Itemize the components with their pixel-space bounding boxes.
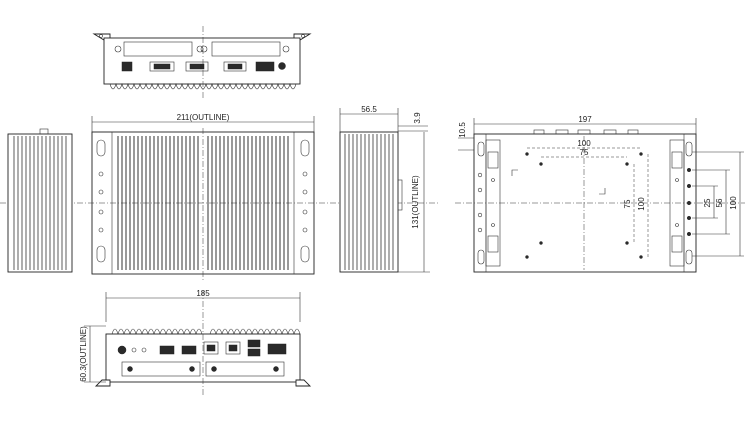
top-view-fins-left	[109, 82, 207, 90]
rear-view-fins-left	[111, 328, 203, 336]
right-side-view: 56.5 3.9 131(OUTLINE)	[339, 105, 430, 273]
rear-view-lan-2	[225, 341, 241, 355]
mount-edge-offset-label: 10.5	[458, 122, 467, 138]
rear-width-label: 185	[196, 289, 210, 298]
front-width-label: 211(OUTLINE)	[177, 113, 230, 122]
top-view-antenna-jack	[278, 62, 286, 70]
hole-span-75-top-label: 75	[580, 148, 589, 157]
rear-view-card-slot-left	[121, 361, 201, 377]
hole-span-100-top-label: 100	[577, 139, 591, 148]
mounting-view: 197 10.5	[455, 115, 745, 273]
rear-view-power-button	[117, 345, 127, 355]
rear-view-usb-3	[247, 339, 261, 348]
top-view-power-jack	[121, 61, 133, 72]
left-side-view	[7, 128, 73, 273]
rear-view-lan-1	[203, 341, 219, 355]
rear-view-usb-2	[181, 345, 197, 355]
rear-view-displayport	[267, 343, 287, 355]
rear-view: 185 60.3(OUTLINE)	[79, 289, 312, 395]
top-view-dvi-port	[149, 61, 175, 72]
rear-view-fins-right	[209, 328, 301, 336]
rear-view-usb-4	[247, 348, 261, 357]
slot-span-56-label: 56	[715, 198, 724, 207]
side-depth-label: 56.5	[361, 105, 377, 114]
top-view-serial-port-2	[223, 61, 247, 72]
top-view-chassis	[103, 37, 301, 85]
side-offset-label: 3.9	[413, 112, 422, 124]
hole-span-75-vertical-label: 75	[623, 199, 632, 208]
front-height-label: 131(OUTLINE)	[411, 175, 420, 229]
slot-span-25-label: 25	[703, 198, 712, 207]
left-side-chassis	[7, 133, 73, 273]
top-view-card-slot-left	[123, 41, 193, 57]
hole-span-100-vertical-label: 100	[637, 197, 646, 211]
front-view: 211(OUTLINE)	[0, 113, 440, 280]
slot-span-100-label: 100	[729, 196, 738, 210]
top-view-card-slot-right	[211, 41, 281, 57]
rear-view-usb-1	[159, 345, 175, 355]
top-view-serial-port-1	[185, 61, 209, 72]
rear-height-label: 60.3(OUTLINE)	[79, 326, 88, 382]
mount-width-label: 197	[578, 115, 592, 124]
rear-view-card-slot-right	[205, 361, 285, 377]
top-view	[92, 26, 312, 100]
top-view-fins-right	[205, 82, 297, 90]
top-view-terminal-block	[255, 61, 275, 72]
